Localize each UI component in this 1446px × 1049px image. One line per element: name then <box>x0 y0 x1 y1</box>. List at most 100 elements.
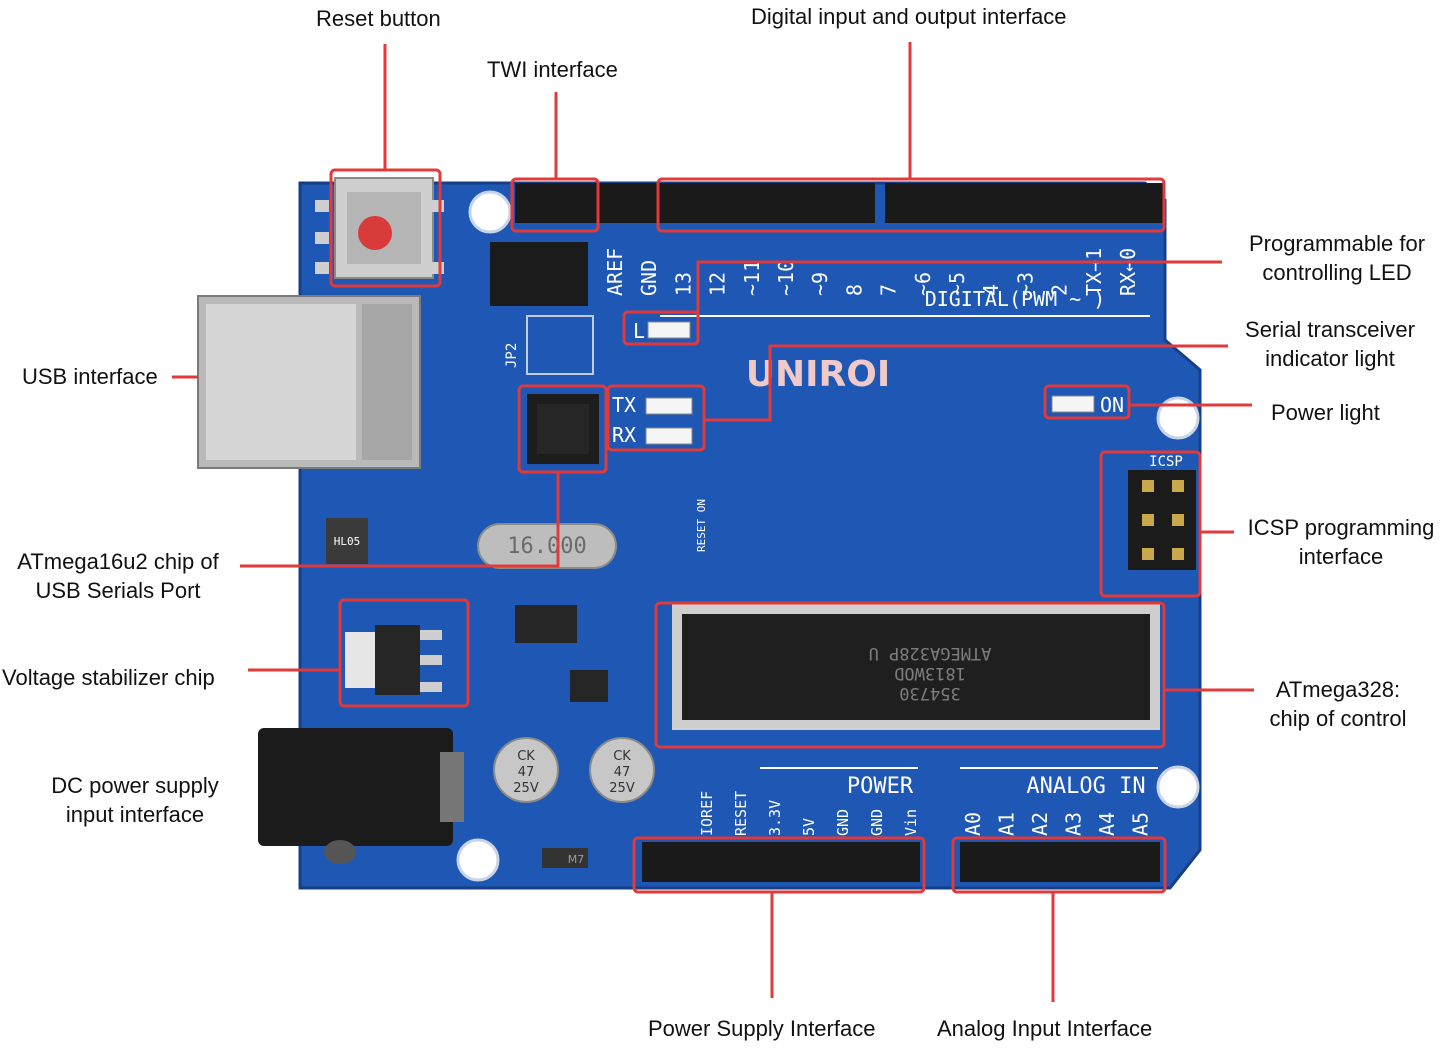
mounting-hole <box>468 190 512 234</box>
callout-box-icsp <box>1099 450 1202 598</box>
label-analog-input-interface: Analog Input Interface <box>937 1016 1153 1041</box>
pin-label: A3 <box>1062 812 1086 836</box>
digital-header-label: DIGITAL(PWM ~ ) <box>925 287 1106 311</box>
mounting-hole <box>1156 396 1200 440</box>
crystal-oscillator: 16.000 <box>477 523 617 569</box>
brand-logo: UNIROI <box>746 354 890 395</box>
label-line: USB Serials Port <box>35 578 201 603</box>
pin-label: Vin <box>902 809 920 836</box>
icsp-label: ICSP <box>1149 454 1183 470</box>
regulator-hl05: HL05 <box>326 518 368 564</box>
label-reset-button: Reset button <box>316 6 441 31</box>
pin-label: A2 <box>1028 812 1052 836</box>
leader-txrx <box>704 344 1228 422</box>
smd-chip <box>570 670 608 702</box>
voltage-regulator <box>345 625 442 695</box>
callout-box-on <box>1043 384 1131 420</box>
pin-label: 12 <box>706 272 730 296</box>
callout-box-atmega328 <box>654 601 1166 749</box>
label-usb-interface: USB interface <box>22 364 158 389</box>
capacitor-1: CK 47 25V <box>493 737 559 803</box>
pin-label: ~10 <box>774 260 798 296</box>
pin-label: ~5 <box>945 272 969 296</box>
analog-header-label: ANALOG IN <box>1026 774 1145 799</box>
leader-l-led <box>696 260 1222 328</box>
pin-label: ~11 <box>740 260 764 296</box>
pin-label: 3.3V <box>766 800 784 836</box>
pin-label: 13 <box>671 272 695 296</box>
l-led-label: L <box>633 319 645 343</box>
atmega16u2-chip <box>527 394 599 464</box>
power-header <box>642 842 920 882</box>
label-voltage-stabilizer: Voltage stabilizer chip <box>2 665 215 690</box>
pin-label: RESET <box>732 791 750 836</box>
pin-label: AREF <box>603 248 627 296</box>
on-led <box>1051 395 1095 413</box>
label-line: chip of control <box>1269 706 1407 731</box>
reset-button <box>315 177 444 279</box>
label-atmega328: ATmega328: chip of control <box>1256 675 1420 733</box>
label-line: input interface <box>65 802 205 827</box>
leader-lines <box>172 42 1254 1002</box>
callout-box-analog <box>951 836 1167 894</box>
callout-box-power <box>632 836 926 894</box>
analog-header <box>960 842 1160 882</box>
leader-16u2 <box>240 472 560 568</box>
label-line: ATmega328: <box>1275 677 1401 702</box>
icsp-usb-header <box>490 242 594 375</box>
pin-label: A4 <box>1095 812 1119 836</box>
capacitor-marking: 47 <box>518 765 535 780</box>
dc-jack <box>258 728 464 864</box>
label-serial-indicator: Serial transceiver indicator light <box>1230 315 1430 373</box>
capacitor-marking: 25V <box>609 781 635 796</box>
label-digital-io: Digital input and output interface <box>751 4 1067 29</box>
pin-label: GND <box>834 809 852 836</box>
label-line: ICSP programming <box>1247 515 1435 540</box>
pin-label: ~6 <box>911 272 935 296</box>
pin-label: 8 <box>842 284 866 296</box>
capacitor-marking: CK <box>517 749 535 764</box>
label-line: indicator light <box>1265 346 1395 371</box>
label-line: controlling LED <box>1262 260 1412 285</box>
pin-label: A0 <box>961 812 985 836</box>
pin-label: 7 <box>877 284 901 296</box>
chip-marking: 1813WOD <box>894 663 966 683</box>
tx-led <box>645 397 693 415</box>
mounting-hole <box>1156 765 1200 809</box>
pin-label: IOREF <box>698 791 716 836</box>
regulator-marking: HL05 <box>334 535 361 548</box>
icsp-header <box>1128 470 1196 570</box>
pin-label: 2 <box>1048 284 1072 296</box>
pin-label: RX←0 <box>1116 248 1140 296</box>
callout-box-regulator <box>338 598 470 708</box>
smd-chip <box>515 605 577 643</box>
rx-led-label: RX <box>612 423 636 447</box>
power-pin-labels: IOREF RESET 3.3V 5V GND GND Vin <box>698 791 920 836</box>
capacitor-marking: 47 <box>614 765 631 780</box>
label-power-supply-interface: Power Supply Interface <box>648 1016 876 1041</box>
tx-led-label: TX <box>612 393 636 417</box>
label-line: Serial transceiver <box>1245 317 1415 342</box>
pin-label: 5V <box>800 818 818 836</box>
pin-label: GND <box>868 809 886 836</box>
callout-box-16u2 <box>517 384 608 474</box>
chip-marking: 354730 <box>899 683 960 703</box>
usb-connector <box>197 295 421 469</box>
label-twi-interface: TWI interface <box>487 57 618 82</box>
mounting-hole <box>456 838 500 882</box>
l-led <box>647 321 691 339</box>
m7-label: M7 <box>568 853 585 866</box>
pin-label: 4 <box>979 284 1003 296</box>
pin-label: TX→1 <box>1082 248 1106 296</box>
pin-label: GND <box>637 260 661 296</box>
label-dc-power: DC power supply input interface <box>30 771 240 829</box>
jp2-label: JP2 <box>504 343 520 368</box>
atmega328-chip: ATMEGA328P U 1813WOD 354730 <box>672 604 1160 730</box>
capacitor-marking: CK <box>613 749 631 764</box>
capacitor-2: CK 47 25V <box>589 737 655 803</box>
rx-led <box>645 427 693 445</box>
